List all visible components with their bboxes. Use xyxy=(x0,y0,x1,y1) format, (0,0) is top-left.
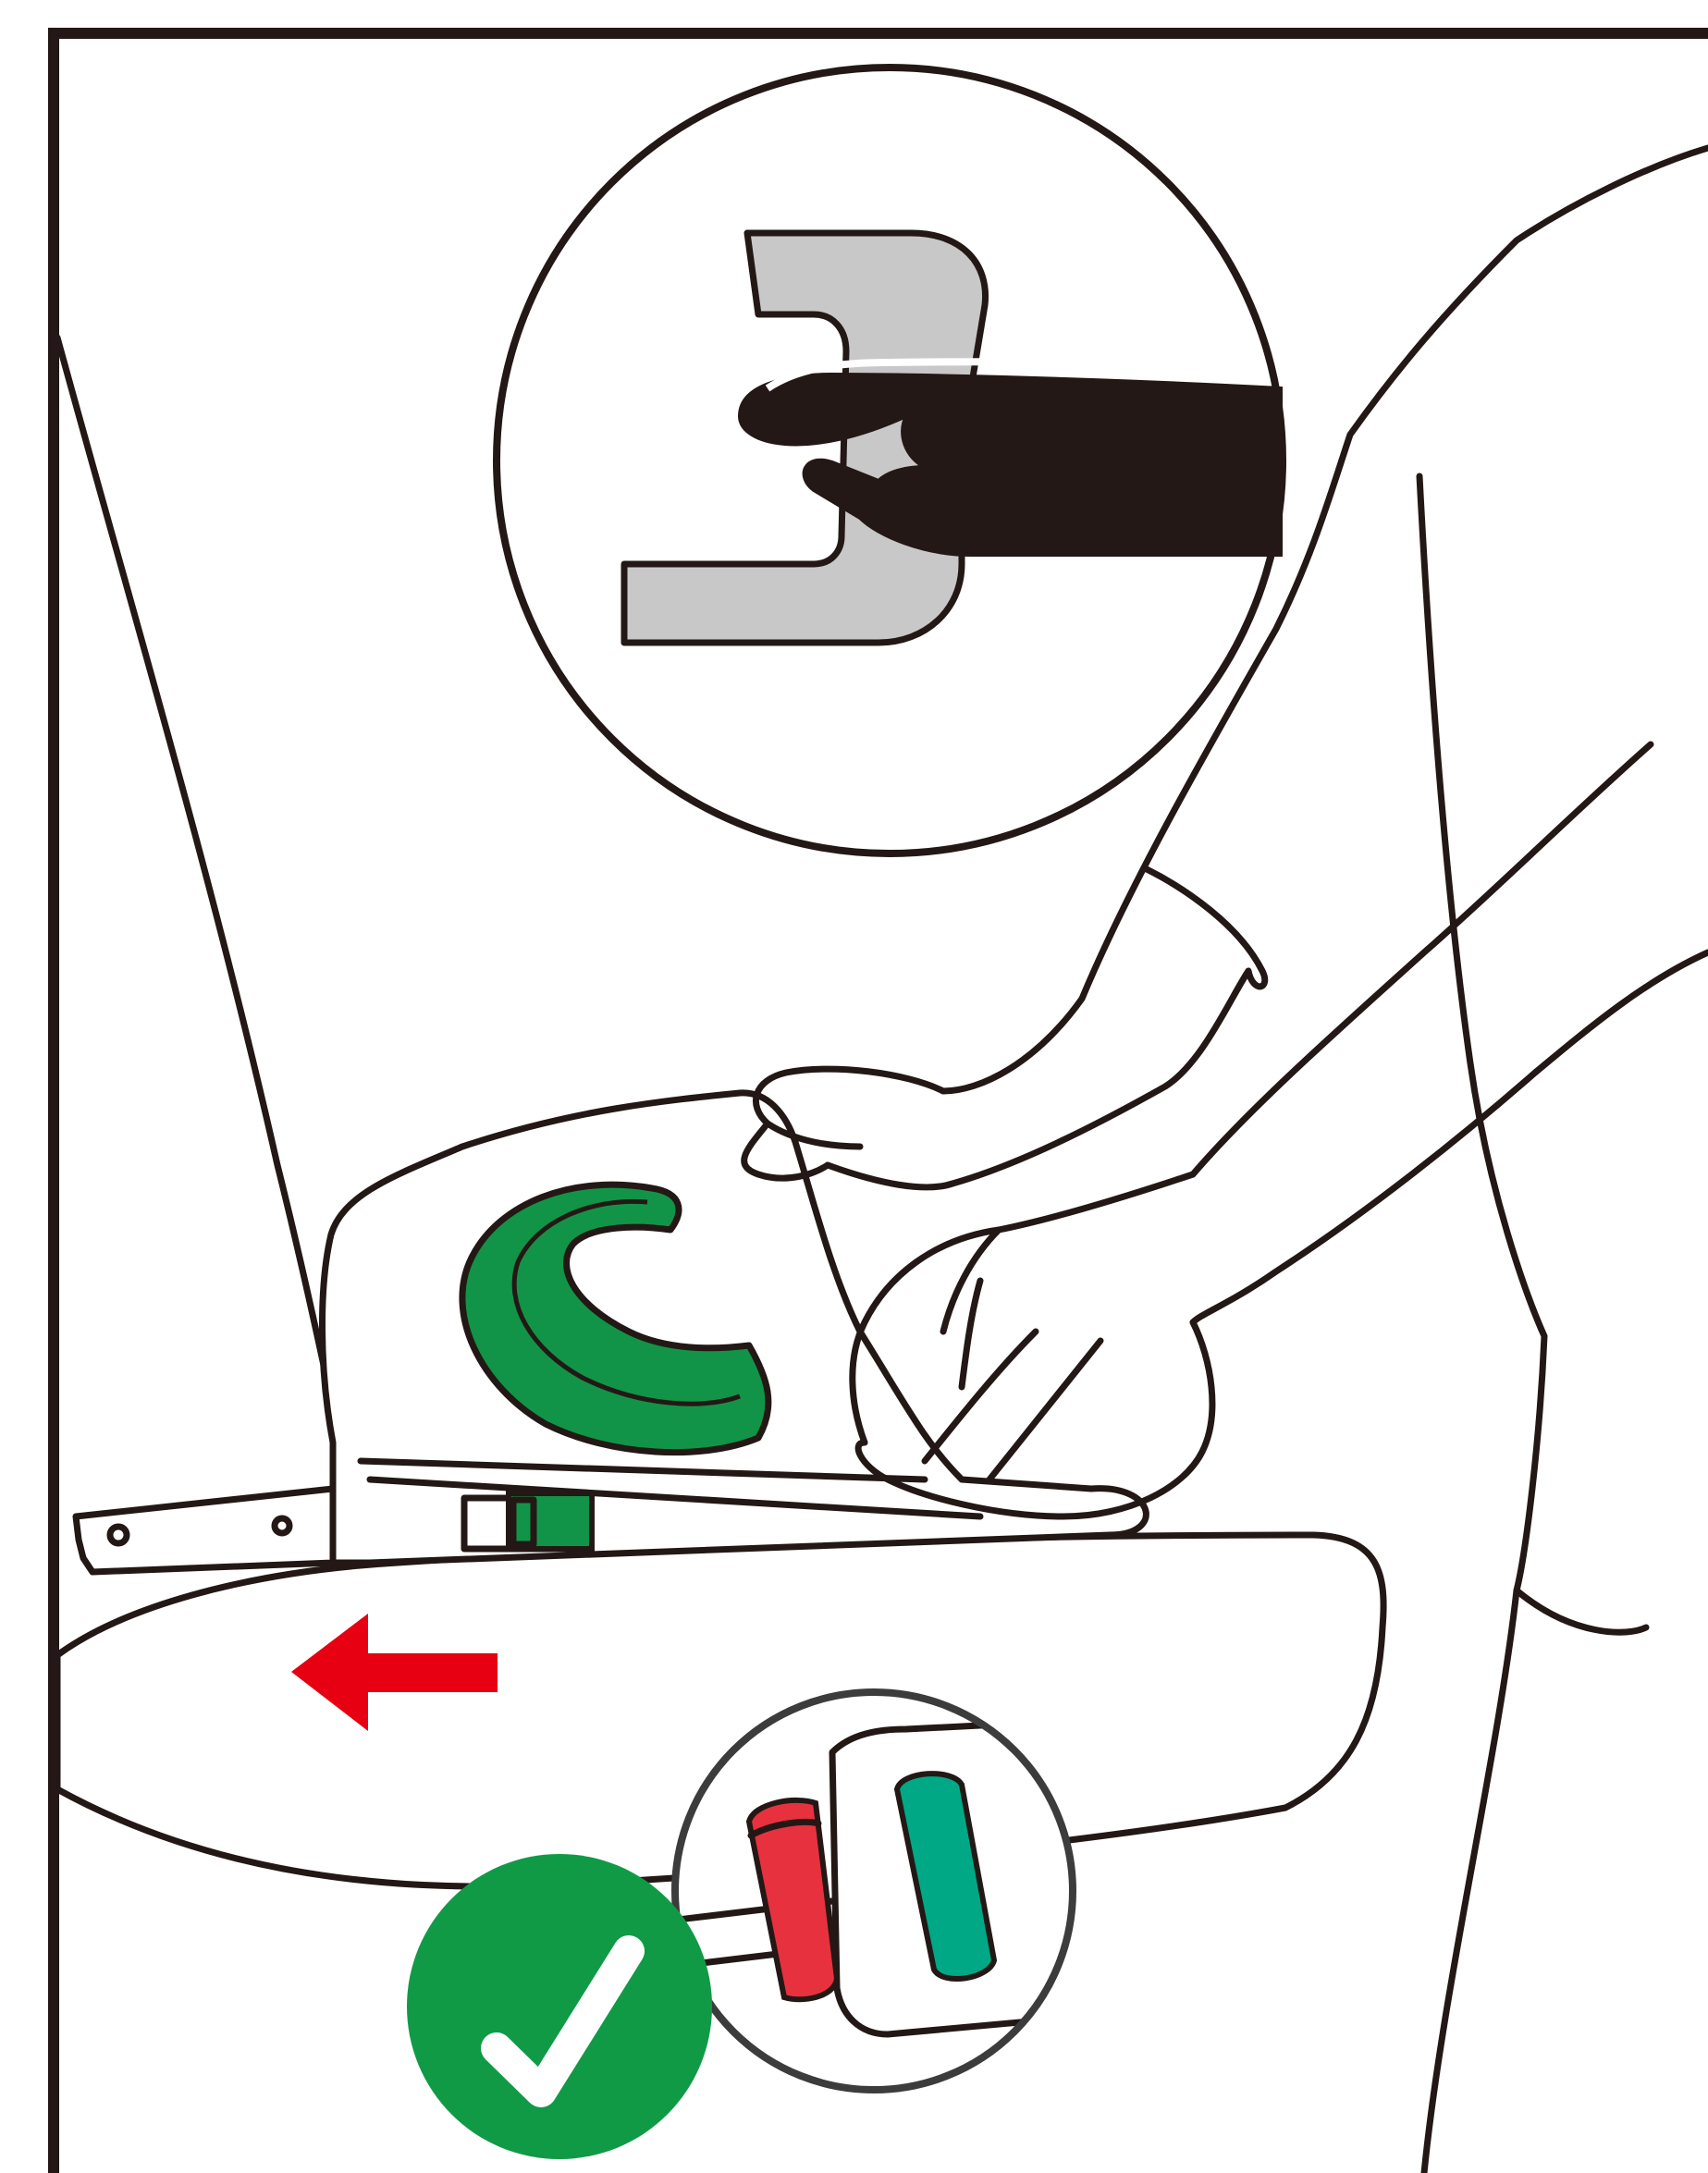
checkmark-icon xyxy=(407,1854,712,2159)
right-hand xyxy=(853,744,1708,1516)
child-seat-base xyxy=(322,1093,1146,1563)
callout-anchor-detail xyxy=(497,68,1283,853)
isofix-rail xyxy=(76,1475,370,1572)
